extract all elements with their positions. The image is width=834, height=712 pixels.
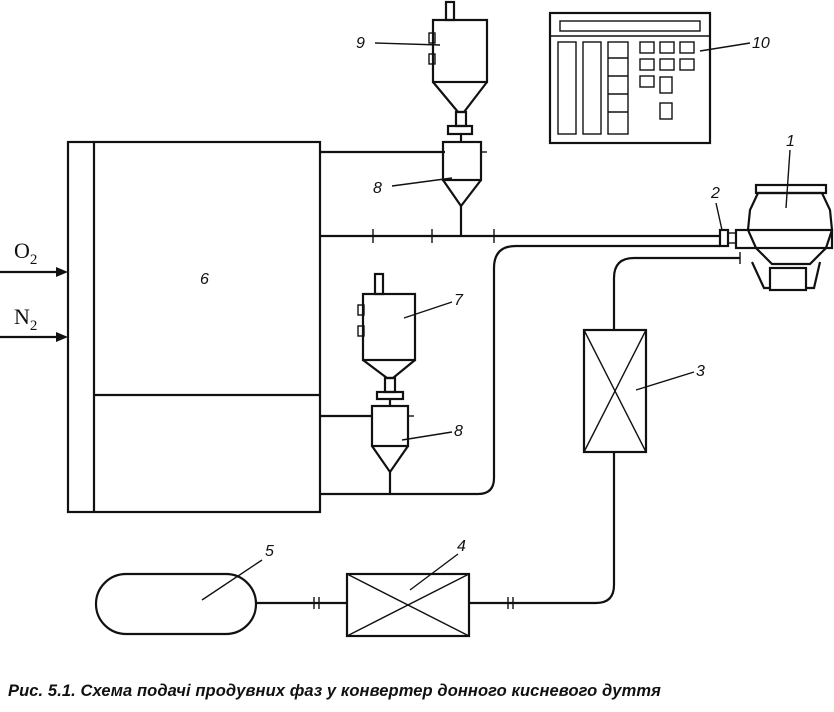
gas-tank bbox=[94, 572, 258, 636]
label-6: 6 bbox=[200, 271, 209, 288]
label-10: 10 bbox=[752, 35, 770, 52]
control-cabinet bbox=[66, 140, 322, 514]
label-7: 7 bbox=[454, 292, 464, 309]
purification-unit-3 bbox=[582, 328, 648, 454]
tuyere-connector bbox=[718, 228, 737, 248]
supply-line-upper bbox=[612, 256, 740, 330]
powder-hopper-top bbox=[428, 0, 489, 142]
leader-8-upper bbox=[391, 177, 453, 187]
n2-inlet-arrow bbox=[0, 332, 68, 342]
leader-4 bbox=[409, 553, 459, 591]
main-gas-line bbox=[320, 229, 720, 243]
label-4: 4 bbox=[457, 538, 466, 555]
label-8-lower: 8 bbox=[454, 423, 463, 440]
figure-caption: Рис. 5.1. Схема подачі продувних фаз у к… bbox=[8, 682, 661, 700]
label-2: 2 bbox=[710, 185, 720, 202]
feeder-lower bbox=[366, 404, 414, 494]
supply-line bbox=[470, 452, 616, 605]
leader-5 bbox=[201, 559, 263, 601]
control-panel bbox=[548, 11, 712, 145]
leader-2 bbox=[715, 202, 723, 231]
o2-label: O2 bbox=[14, 238, 37, 268]
label-9: 9 bbox=[356, 35, 365, 52]
label-8-upper: 8 bbox=[373, 180, 382, 197]
leader-9 bbox=[374, 42, 441, 46]
label-1: 1 bbox=[786, 133, 795, 150]
leader-8-lower bbox=[401, 431, 453, 441]
n2-label: N2 bbox=[14, 304, 37, 334]
leader-7 bbox=[403, 301, 453, 319]
label-5: 5 bbox=[265, 543, 274, 560]
leader-1 bbox=[785, 149, 791, 209]
label-3: 3 bbox=[696, 363, 705, 380]
return-gas-line bbox=[320, 244, 720, 496]
powder-hopper-middle bbox=[357, 272, 417, 406]
converter bbox=[734, 183, 834, 292]
leader-10 bbox=[699, 42, 751, 52]
feeder-upper bbox=[437, 140, 487, 236]
o2-inlet-arrow bbox=[0, 267, 68, 277]
evaporator-unit-4 bbox=[345, 572, 471, 638]
leader-3 bbox=[635, 371, 695, 391]
